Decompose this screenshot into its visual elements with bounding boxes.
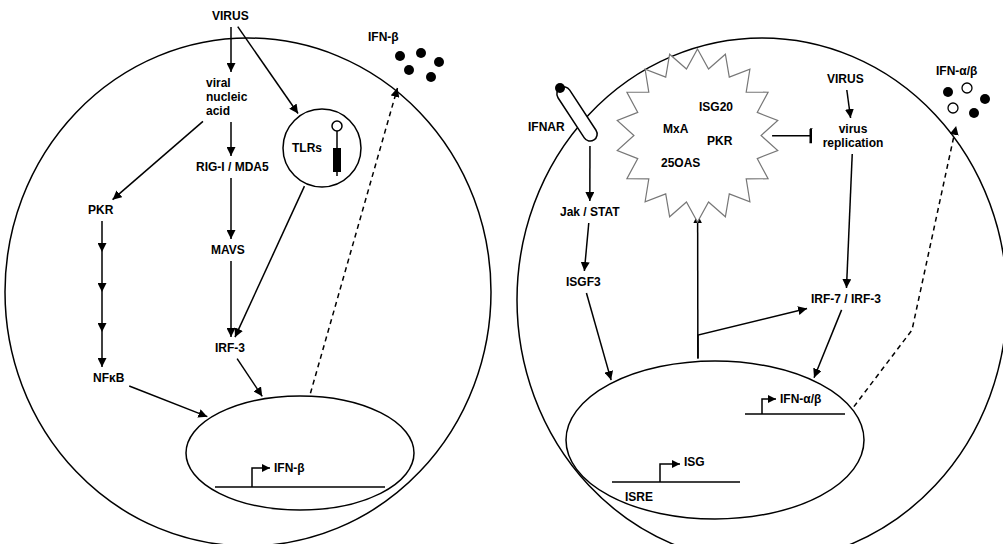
ifn-dot: [395, 51, 405, 61]
ifn-dot: [969, 108, 979, 118]
arrow-connector: [237, 359, 262, 397]
arrow-connector: [230, 27, 232, 72]
node-label: MAVS: [211, 243, 245, 257]
secreted-interferon: IFN-β: [366, 30, 446, 86]
molecule-label: ISGF3: [563, 273, 604, 291]
receptor-body: [554, 84, 600, 144]
node-label: TLRs: [292, 141, 322, 155]
node-label: IRF-3: [215, 341, 245, 355]
arrow-connector: [586, 293, 611, 380]
promoter-arrow: [660, 464, 680, 482]
arrow-connector: [129, 386, 207, 417]
ifn-dot: [962, 83, 972, 93]
ifn-dot: [943, 87, 953, 97]
molecule-label: NFκB: [90, 369, 127, 387]
antiviral-proteins: ISG20MxA PKR 25OAS: [615, 48, 780, 223]
arrow-connector: [846, 154, 852, 288]
node-label: PKR: [88, 203, 113, 217]
arrow-connector: [589, 146, 591, 201]
ifn-dot: [416, 48, 426, 58]
virus-label: VIRUS: [824, 70, 867, 88]
molecule-label: MAVS: [208, 241, 248, 259]
arrow-connector: [230, 178, 232, 239]
nucleus: IFN-β: [185, 395, 415, 511]
node-label: IFN-α/β: [780, 392, 821, 406]
gene-line: [612, 481, 740, 483]
node-label: Jak / STAT: [560, 205, 620, 219]
molecule-label: viral nucleic acid: [203, 74, 259, 120]
ifn-dot: [434, 57, 444, 67]
arrow-connector: [584, 223, 588, 271]
ifn-dot: [426, 72, 436, 82]
node-label: NFκB: [93, 371, 124, 385]
node-label: 25OAS: [661, 156, 700, 170]
endosome-outline: [283, 109, 361, 187]
ifn-dot: [980, 94, 990, 104]
infected-cell: [5, 38, 491, 544]
node-label: ISG20: [699, 100, 733, 114]
node-label: viral nucleic acid: [206, 76, 256, 118]
arrow-connector: [230, 261, 232, 337]
molecule-label: RIG-I / MDA5: [193, 158, 272, 176]
node-label: PKR: [707, 134, 732, 148]
node-label: IRF-7 / IRF-3: [811, 292, 881, 306]
receptor-tube: [554, 84, 600, 144]
nucleus-outline: [566, 361, 864, 519]
promoter-arrow: [252, 468, 270, 487]
ifn-dot: [404, 65, 414, 75]
node-label: IFN-α/β: [936, 64, 977, 78]
promoter-arrow: [762, 399, 776, 414]
pathway-label: Jak / STAT: [557, 203, 623, 221]
node-label: MxA: [663, 122, 688, 136]
receptor: IFNAR: [526, 82, 606, 144]
node-label: ISRE: [625, 490, 653, 504]
arrow-connector: [847, 90, 851, 118]
node-label: VIRUS: [212, 9, 249, 23]
node-label: RIG-I / MDA5: [196, 160, 269, 174]
molecule-label: IRF-7 / IRF-3: [808, 290, 884, 308]
neighbour-cell: [517, 38, 1003, 544]
secretion-arrow: [310, 88, 397, 393]
node-label: virus replication: [816, 122, 890, 150]
nucleus: ISRE ISG IFN-α/β: [565, 360, 865, 520]
node-label: IFNAR: [528, 120, 565, 134]
inhibition-connector: [772, 135, 811, 137]
node-outline: [615, 48, 780, 223]
arrow-connector: [235, 186, 304, 337]
node-outline: [185, 395, 415, 511]
tlr-head: [332, 121, 342, 131]
endosome: TLRs: [282, 108, 362, 188]
molecule-label: IRF-3: [212, 339, 248, 357]
tlr-bar: [333, 148, 341, 172]
molecule-label: PKR: [85, 201, 116, 219]
process-label: virus replication: [813, 120, 893, 152]
arrow-connector: [230, 122, 232, 156]
node-outline: [565, 360, 865, 520]
arrow-connector: [698, 308, 807, 358]
arrow-connector: [814, 310, 842, 378]
bound-ligand: [555, 83, 565, 93]
node-label: ISG: [684, 455, 705, 469]
node-label: IFN-β: [274, 461, 305, 475]
starburst-outline: [617, 49, 778, 222]
gene-line: [215, 486, 385, 488]
ifn-dot: [948, 103, 958, 113]
gene-line: [745, 413, 845, 415]
arrow-connector: [101, 221, 103, 367]
node-label: IFN-β: [368, 30, 399, 44]
arrow-connector: [113, 121, 203, 199]
nucleus-outline: [186, 396, 414, 510]
secreted-interferon: IFN-α/β: [930, 64, 996, 124]
node-label: ISGF3: [566, 275, 601, 289]
virus-label: VIRUS: [209, 7, 252, 25]
node-label: VIRUS: [827, 72, 864, 86]
secretion-arrow: [854, 126, 956, 407]
